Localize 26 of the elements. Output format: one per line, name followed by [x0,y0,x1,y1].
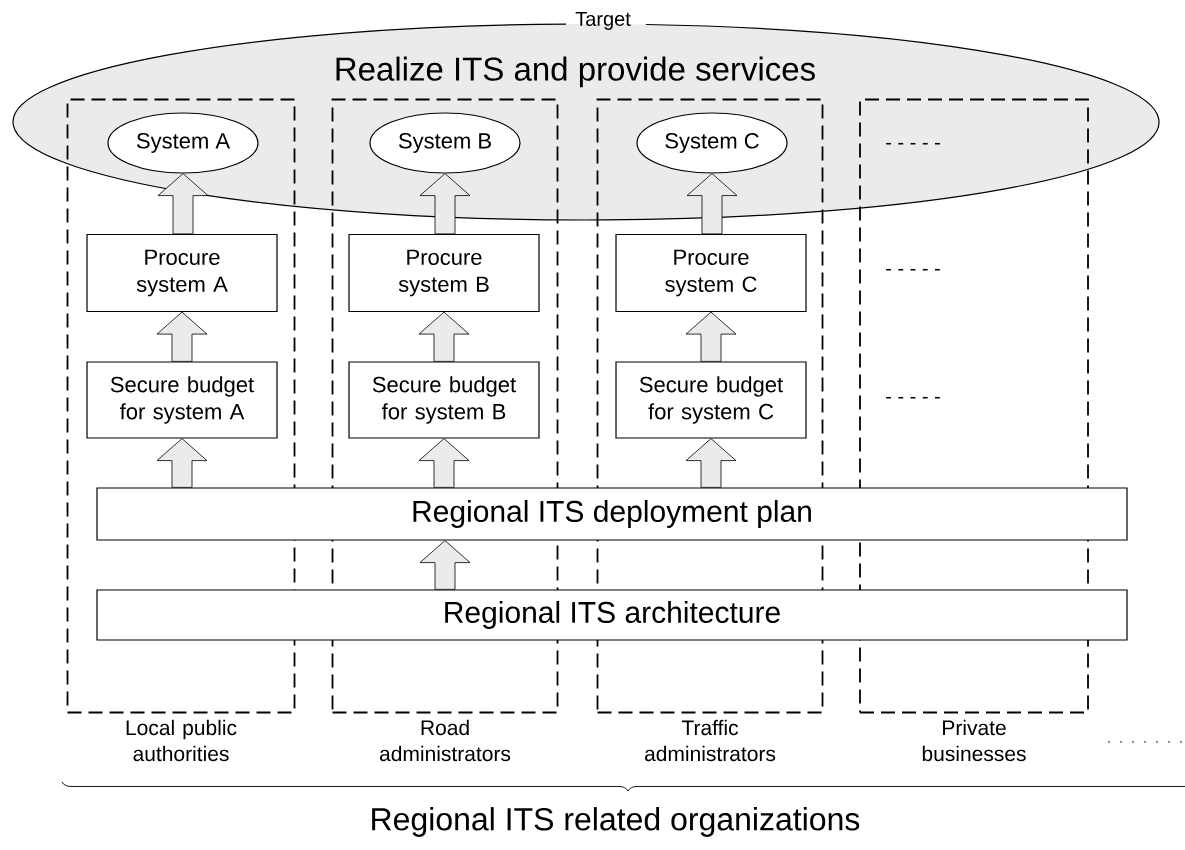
process-box: Procure system C [615,233,807,313]
process-box: Regional ITS architecture [96,589,1128,641]
process-box: Secure budget for system A [86,361,278,439]
ellipsis-dashes: - - - - - [886,396,940,399]
block-arrow [419,540,471,590]
node-label: Private businesses [922,719,1026,762]
node-label: Traffic administrators [644,719,776,762]
block-arrow [685,438,737,488]
ellipsis-dashes: - - - - - [886,142,940,145]
process-box: Regional ITS deployment plan [96,487,1128,541]
block-arrow [157,173,209,235]
block-arrow [418,438,470,488]
block-arrow [418,311,470,362]
process-box: Secure budget for system B [348,361,540,439]
process-box: Procure system B [348,233,540,313]
block-arrow [156,438,208,488]
block-arrow [156,311,208,362]
block-arrow [419,173,471,235]
node-label: Road administrators [379,719,511,762]
process-box: Procure system A [86,233,278,313]
process-box: Secure budget for system C [615,361,807,439]
ellipsis-dashes: - - - - - [886,268,940,271]
block-arrow [686,173,738,235]
block-arrow [685,311,737,362]
group-label: Regional ITS related organizations [372,807,860,837]
node-label: Local public authorities [126,719,237,762]
